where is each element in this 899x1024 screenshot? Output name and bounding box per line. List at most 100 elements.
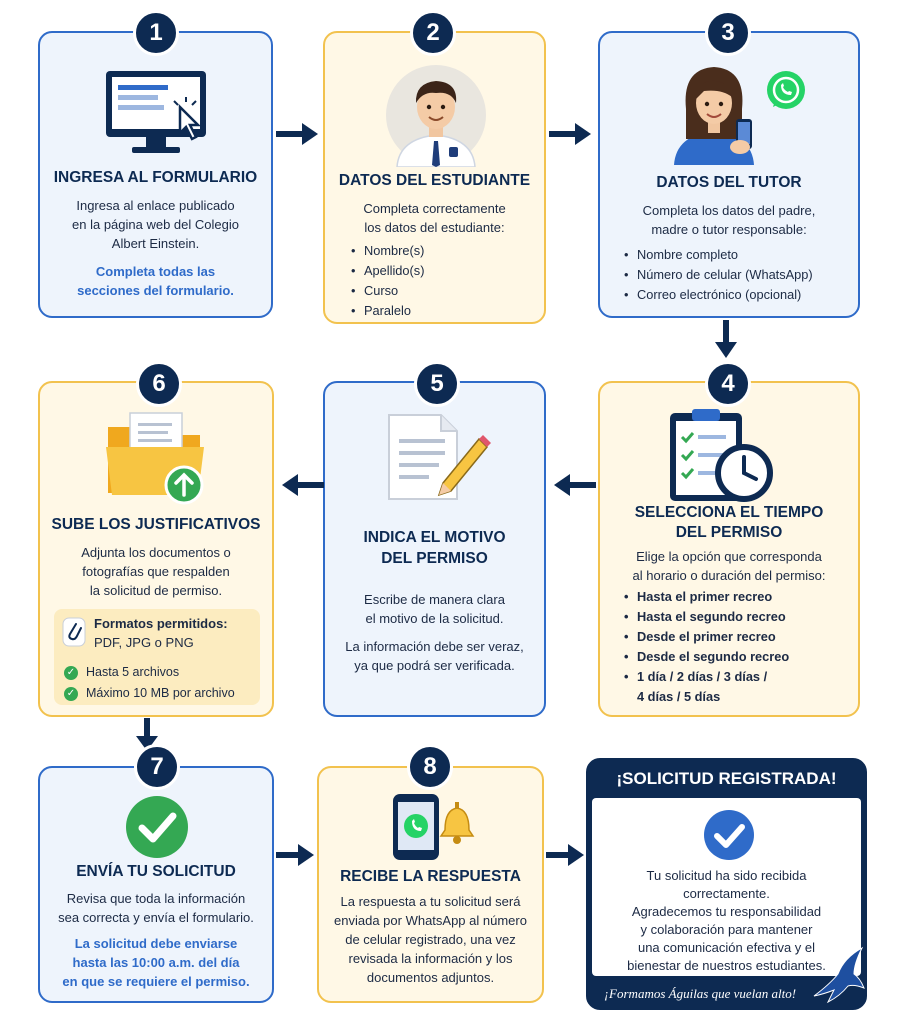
list-item: Correo electrónico (opcional) <box>624 285 813 305</box>
list-item: Nombre completo <box>624 245 813 265</box>
step-card-1: INGRESA AL FORMULARIO Ingresa al enlace … <box>38 31 273 318</box>
step-badge-7: 7 <box>134 744 180 790</box>
step-badge-2: 2 <box>410 10 456 56</box>
list-item: Hasta el segundo recreo <box>624 607 789 627</box>
formats-box: Formatos permitidos: PDF, JPG o PNG <box>54 609 260 705</box>
arrow-right-icon <box>549 123 591 145</box>
step-title: ENVÍA TU SOLICITUD <box>76 863 236 880</box>
step-text: Escribe de manera clara <box>364 592 505 607</box>
arrow-left-icon <box>282 474 324 496</box>
list-item: Número de celular (WhatsApp) <box>624 265 813 285</box>
document-pencil-icon <box>388 414 491 500</box>
step-badge-4: 4 <box>705 361 751 407</box>
step-title: RECIBE LA RESPUESTA <box>340 868 521 885</box>
step-title: INDICA EL MOTIVO <box>363 529 506 546</box>
slogan: ¡Formamos Águilas que vuelan alto! <box>604 986 797 1001</box>
step-highlight: secciones del formulario. <box>77 283 234 298</box>
registered-line: correctamente. <box>683 886 770 901</box>
step-highlight: en que se requiere el permiso. <box>62 974 250 989</box>
time-options-list: Hasta el primer recreo Hasta el segundo … <box>624 587 789 687</box>
list-item: Nombre(s) <box>351 241 424 261</box>
registered-line: bienestar de nuestros estudiantes. <box>627 958 826 973</box>
list-item: Hasta el primer recreo <box>624 587 789 607</box>
step-text: al horario o duración del permiso: <box>632 568 826 583</box>
registered-title: ¡SOLICITUD REGISTRADA! <box>616 769 837 788</box>
step-text: Albert Einstein. <box>111 236 200 251</box>
step-text: madre o tutor responsable: <box>651 222 807 237</box>
step-title: INGRESA AL FORMULARIO <box>53 169 258 186</box>
step-title: DEL PERMISO <box>675 524 783 541</box>
step-text: Completa los datos del padre, <box>642 203 816 218</box>
step-title: DEL PERMISO <box>381 550 488 567</box>
step-badge-8: 8 <box>407 744 453 790</box>
tutor-fields-list: Nombre completo Número de celular (Whats… <box>624 245 813 305</box>
formats-label: Formatos permitidos: <box>94 616 228 631</box>
clipboard-clock-icon <box>670 409 773 502</box>
step-text: documentos adjuntos. <box>366 970 495 985</box>
phone-bell-icon <box>393 794 475 860</box>
student-fields-list: Nombre(s) Apellido(s) Curso Paralelo <box>351 241 424 321</box>
registered-card: ¡SOLICITUD REGISTRADA! Tu solicitud ha s… <box>586 758 867 1010</box>
registered-line: una comunicación efectiva y el <box>637 940 816 955</box>
step-title: DATOS DEL TUTOR <box>656 174 802 191</box>
step-badge-1: 1 <box>133 10 179 56</box>
arrow-right-icon <box>276 123 318 145</box>
step-card-8: RECIBE LA RESPUESTA La respuesta a tu so… <box>317 766 544 1003</box>
step-card-2: DATOS DEL ESTUDIANTE Completa correctame… <box>323 31 546 324</box>
list-item: Paralelo <box>351 301 424 321</box>
step-card-7: ENVÍA TU SOLICITUD Revisa que toda la in… <box>38 766 274 1003</box>
step-text: los datos del estudiante: <box>364 220 505 235</box>
folder-upload-icon <box>106 412 204 505</box>
registered-line: Agradecemos tu responsabilidad <box>631 904 822 919</box>
step-text: la solicitud de permiso. <box>89 583 223 598</box>
registered-line: y colaboración para mantener <box>640 922 813 937</box>
arrow-left-icon <box>554 474 596 496</box>
tutor-phone-icon <box>674 67 754 165</box>
formats-value: PDF, JPG o PNG <box>94 635 194 650</box>
arrow-down-icon <box>136 718 158 751</box>
registered-body: Tu solicitud ha sido recibida correctame… <box>592 798 861 976</box>
step-text: revisada la información y los <box>348 951 513 966</box>
step-highlight: La solicitud debe enviarse <box>74 936 238 951</box>
arrow-down-icon <box>715 320 737 358</box>
step-text: fotografías que respalden <box>82 564 230 579</box>
list-item: Desde el primer recreo <box>624 627 789 647</box>
step-card-6: SUBE LOS JUSTIFICATIVOS Adjunta los docu… <box>38 381 274 717</box>
step-text: La respuesta a tu solicitud será <box>340 894 521 909</box>
registered-line: Tu solicitud ha sido recibida <box>646 868 807 883</box>
step-text: enviada por WhatsApp al número <box>334 913 527 928</box>
step-text: Elige la opción que corresponda <box>636 549 822 564</box>
step-badge-3: 3 <box>705 10 751 56</box>
check-item: ✓Hasta 5 archivos <box>64 663 179 681</box>
list-item-continuation: 4 días / 5 días <box>637 689 721 704</box>
step-text: el motivo de la solicitud. <box>365 611 504 626</box>
step-highlight: Completa todas las <box>95 264 216 279</box>
step-card-5: INDICA EL MOTIVO DEL PERMISO Escribe de … <box>323 381 546 717</box>
check-circle-icon <box>126 796 188 858</box>
student-avatar-icon <box>386 65 486 167</box>
list-item: Apellido(s) <box>351 261 424 281</box>
step-text: Revisa que toda la información <box>66 891 246 906</box>
check-circle-icon <box>704 810 754 860</box>
arrow-right-icon <box>546 844 584 866</box>
step-text: sea correcta y envía el formulario. <box>58 910 254 925</box>
step-card-3: DATOS DEL TUTOR Completa los datos del p… <box>598 31 860 318</box>
step-text: ya que podrá ser verificada. <box>354 658 515 673</box>
step-text: Completa correctamente <box>363 201 506 216</box>
step-badge-5: 5 <box>414 361 460 407</box>
check-item: ✓Máximo 10 MB por archivo <box>64 684 235 702</box>
step-highlight: hasta las 10:00 a.m. del día <box>72 955 240 970</box>
whatsapp-icon <box>767 71 805 109</box>
step-text: Ingresa al enlace publicado <box>76 198 235 213</box>
computer-cursor-icon <box>106 71 206 153</box>
step-text: de celular registrado, una vez <box>345 932 516 947</box>
list-item: Curso <box>351 281 424 301</box>
step-badge-6: 6 <box>136 361 182 407</box>
step-text: La información debe ser veraz, <box>345 639 524 654</box>
step-card-4: SELECCIONA EL TIEMPO DEL PERMISO Elige l… <box>598 381 860 717</box>
step-title: SELECCIONA EL TIEMPO <box>634 504 824 521</box>
step-title: DATOS DEL ESTUDIANTE <box>338 172 531 189</box>
list-item: 1 día / 2 días / 3 días / <box>624 667 789 687</box>
step-text: Adjunta los documentos o <box>81 545 231 560</box>
arrow-right-icon <box>276 844 314 866</box>
